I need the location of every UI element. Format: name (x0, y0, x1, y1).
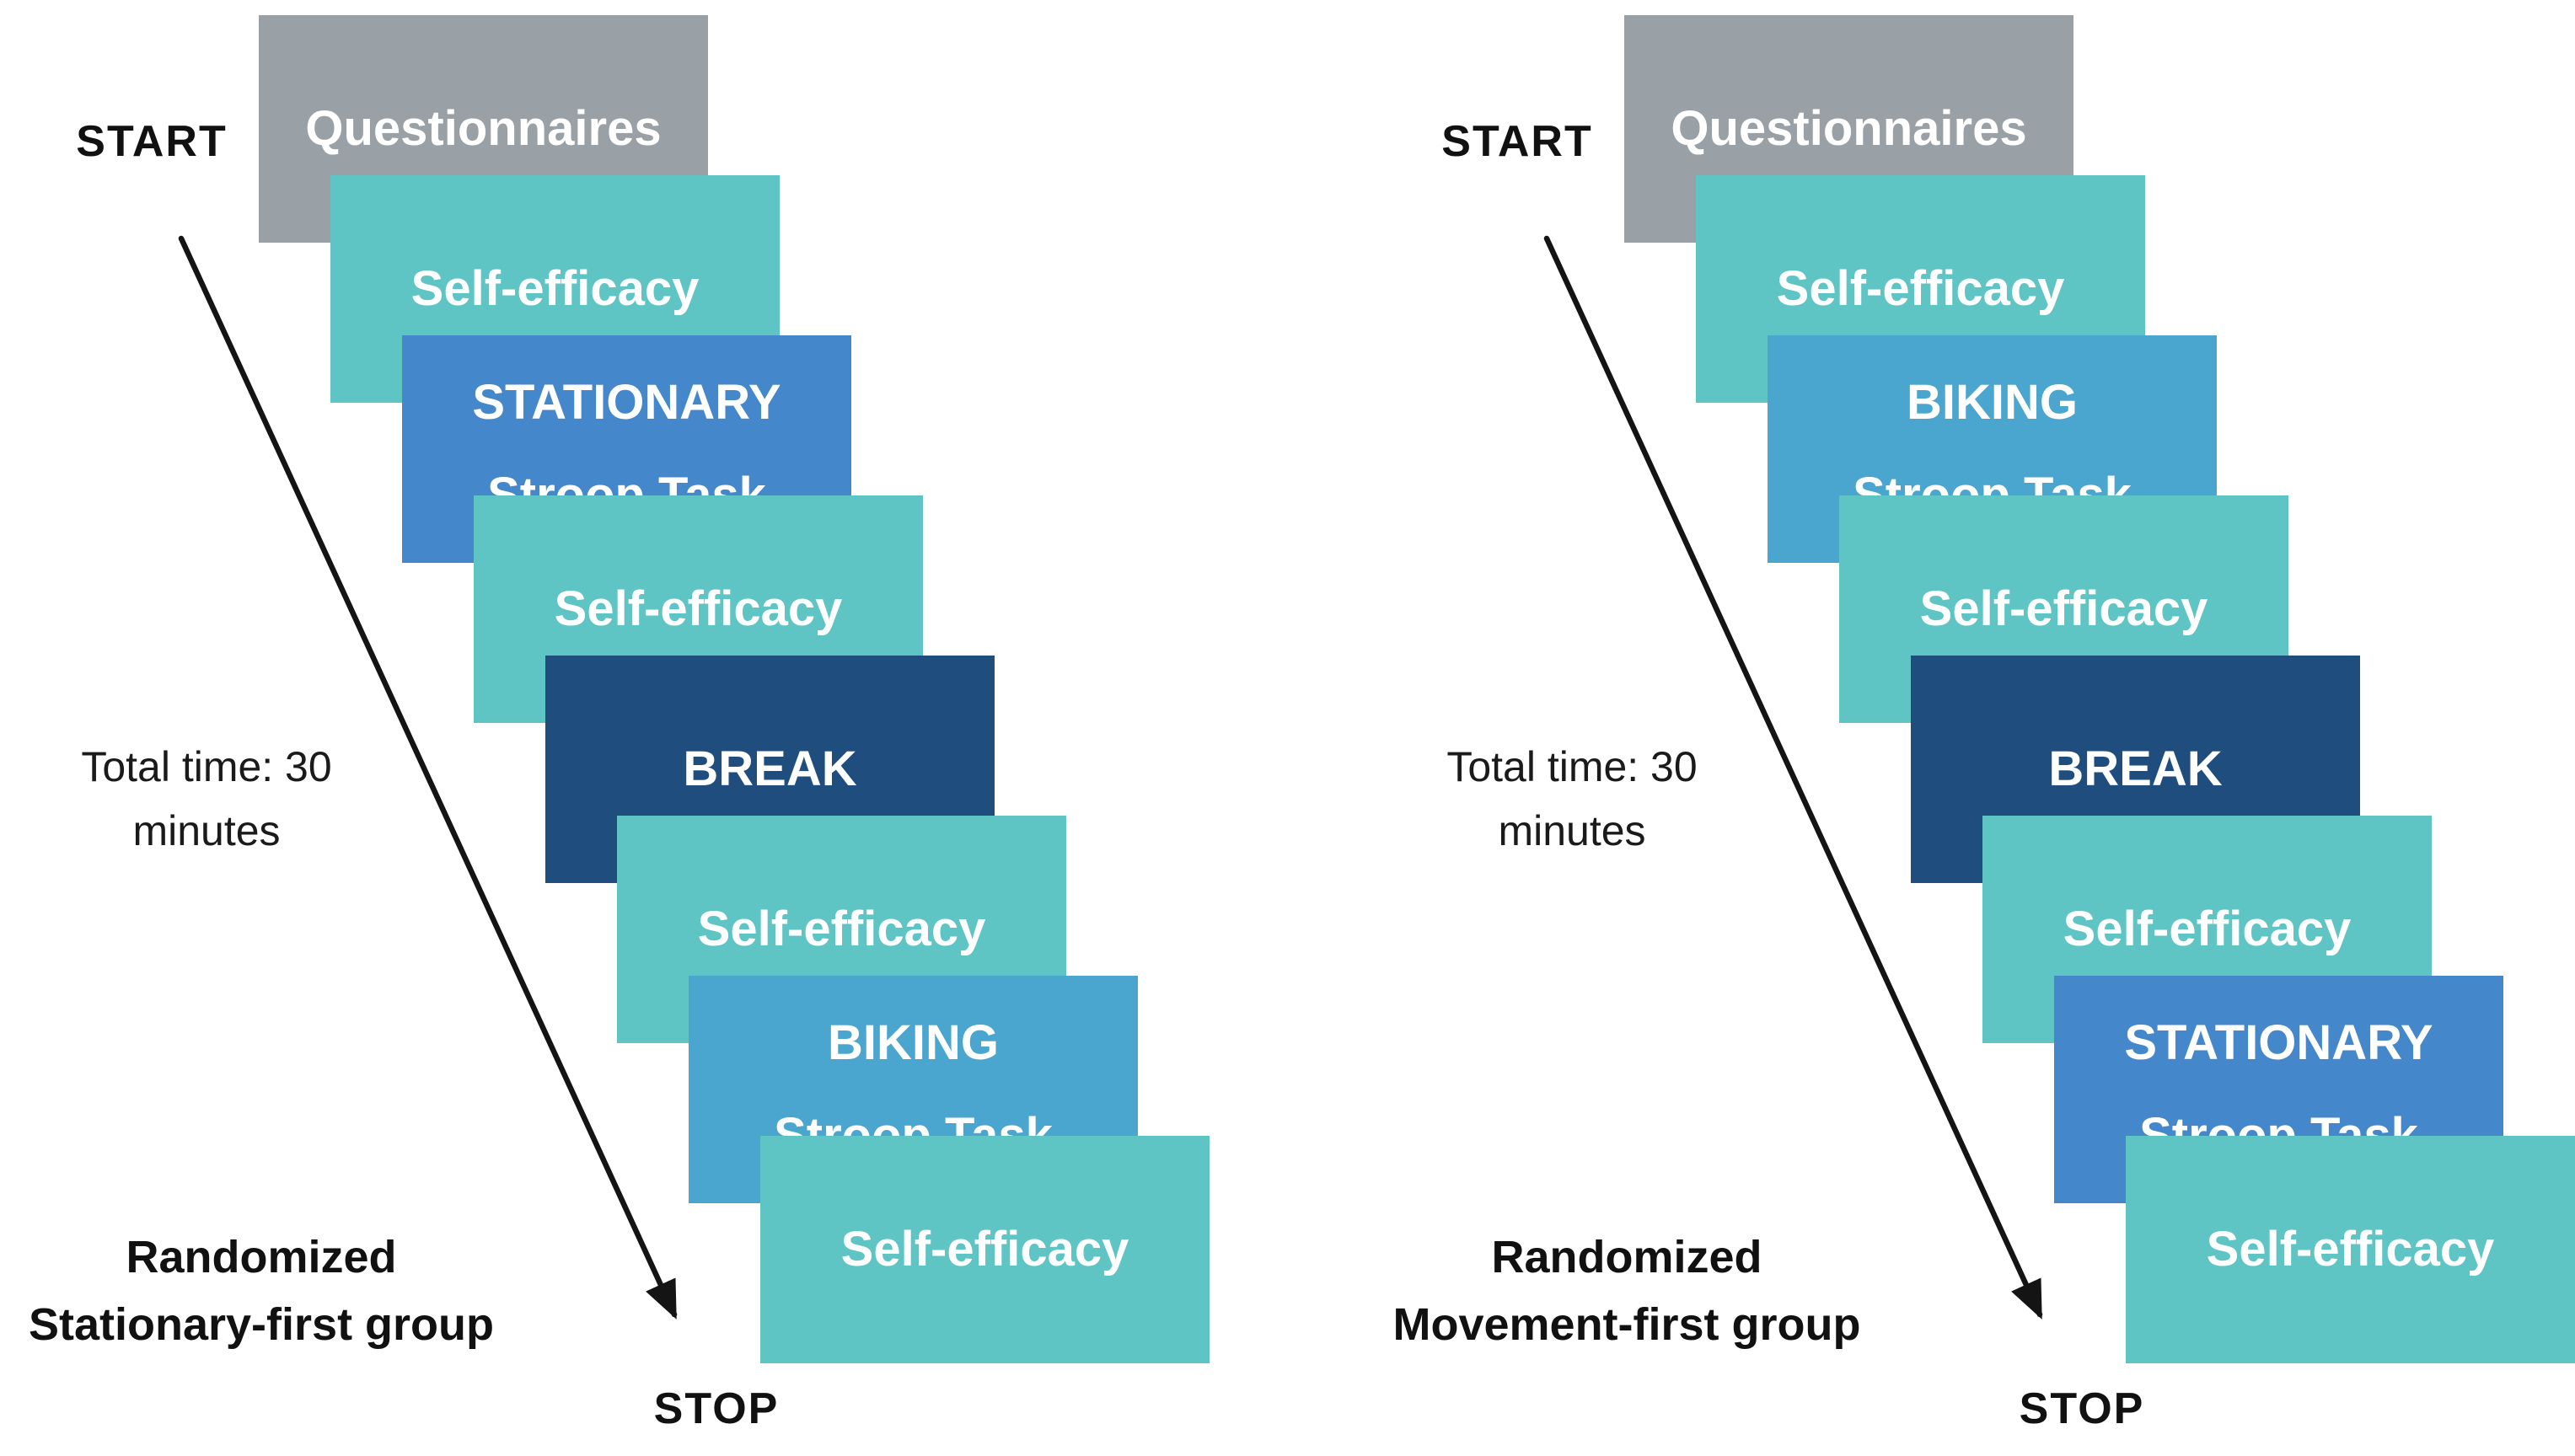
step-box-label: Self-efficacy (697, 902, 986, 956)
start-label: START (76, 117, 228, 166)
step-box-label: Self-efficacy (410, 261, 700, 316)
stop-label: STOP (2019, 1384, 2145, 1433)
group-label-line1: Randomized (126, 1232, 397, 1282)
step-box-label: Self-efficacy (2206, 1222, 2495, 1277)
step-box-label: Questionnaires (305, 101, 662, 156)
total-time-line1: Total time: 30 (81, 743, 332, 790)
step-box-label: BREAK (2048, 741, 2223, 796)
total-time-note: Total time: 30 minutes (1446, 735, 1697, 863)
step-box-label: Self-efficacy (2063, 902, 2352, 956)
step-box-label: Self-efficacy (1919, 581, 2208, 636)
step-box-label: BIKING (1907, 375, 2078, 430)
step-box-label: STATIONARY (2124, 1015, 2433, 1070)
step-box-label: BIKING (828, 1015, 999, 1070)
step-box-self-efficacy: Self-efficacy (760, 1136, 1210, 1363)
group-label-line2: Movement-first group (1392, 1299, 1861, 1350)
step-box-label: Self-efficacy (1776, 261, 2065, 316)
start-label: START (1441, 117, 1593, 166)
step-box-label: Self-efficacy (840, 1222, 1129, 1277)
total-time-line2: minutes (1498, 807, 1646, 854)
total-time-line2: minutes (132, 807, 281, 854)
group-label-stationary-first: Randomized Stationary-first group (29, 1223, 494, 1358)
step-box-label: BREAK (683, 741, 857, 796)
total-time-note: Total time: 30 minutes (81, 735, 331, 863)
step-box-label: STATIONARY (472, 375, 781, 430)
stop-label: STOP (653, 1384, 780, 1433)
group-label-line2: Stationary-first group (28, 1299, 495, 1350)
step-box-self-efficacy: Self-efficacy (2126, 1136, 2575, 1363)
group-label-movement-first: Randomized Movement-first group (1392, 1223, 1860, 1358)
step-box-label: Self-efficacy (554, 581, 843, 636)
total-time-line1: Total time: 30 (1446, 743, 1698, 790)
group-label-line1: Randomized (1491, 1232, 1762, 1282)
step-box-label: Questionnaires (1671, 101, 2027, 156)
